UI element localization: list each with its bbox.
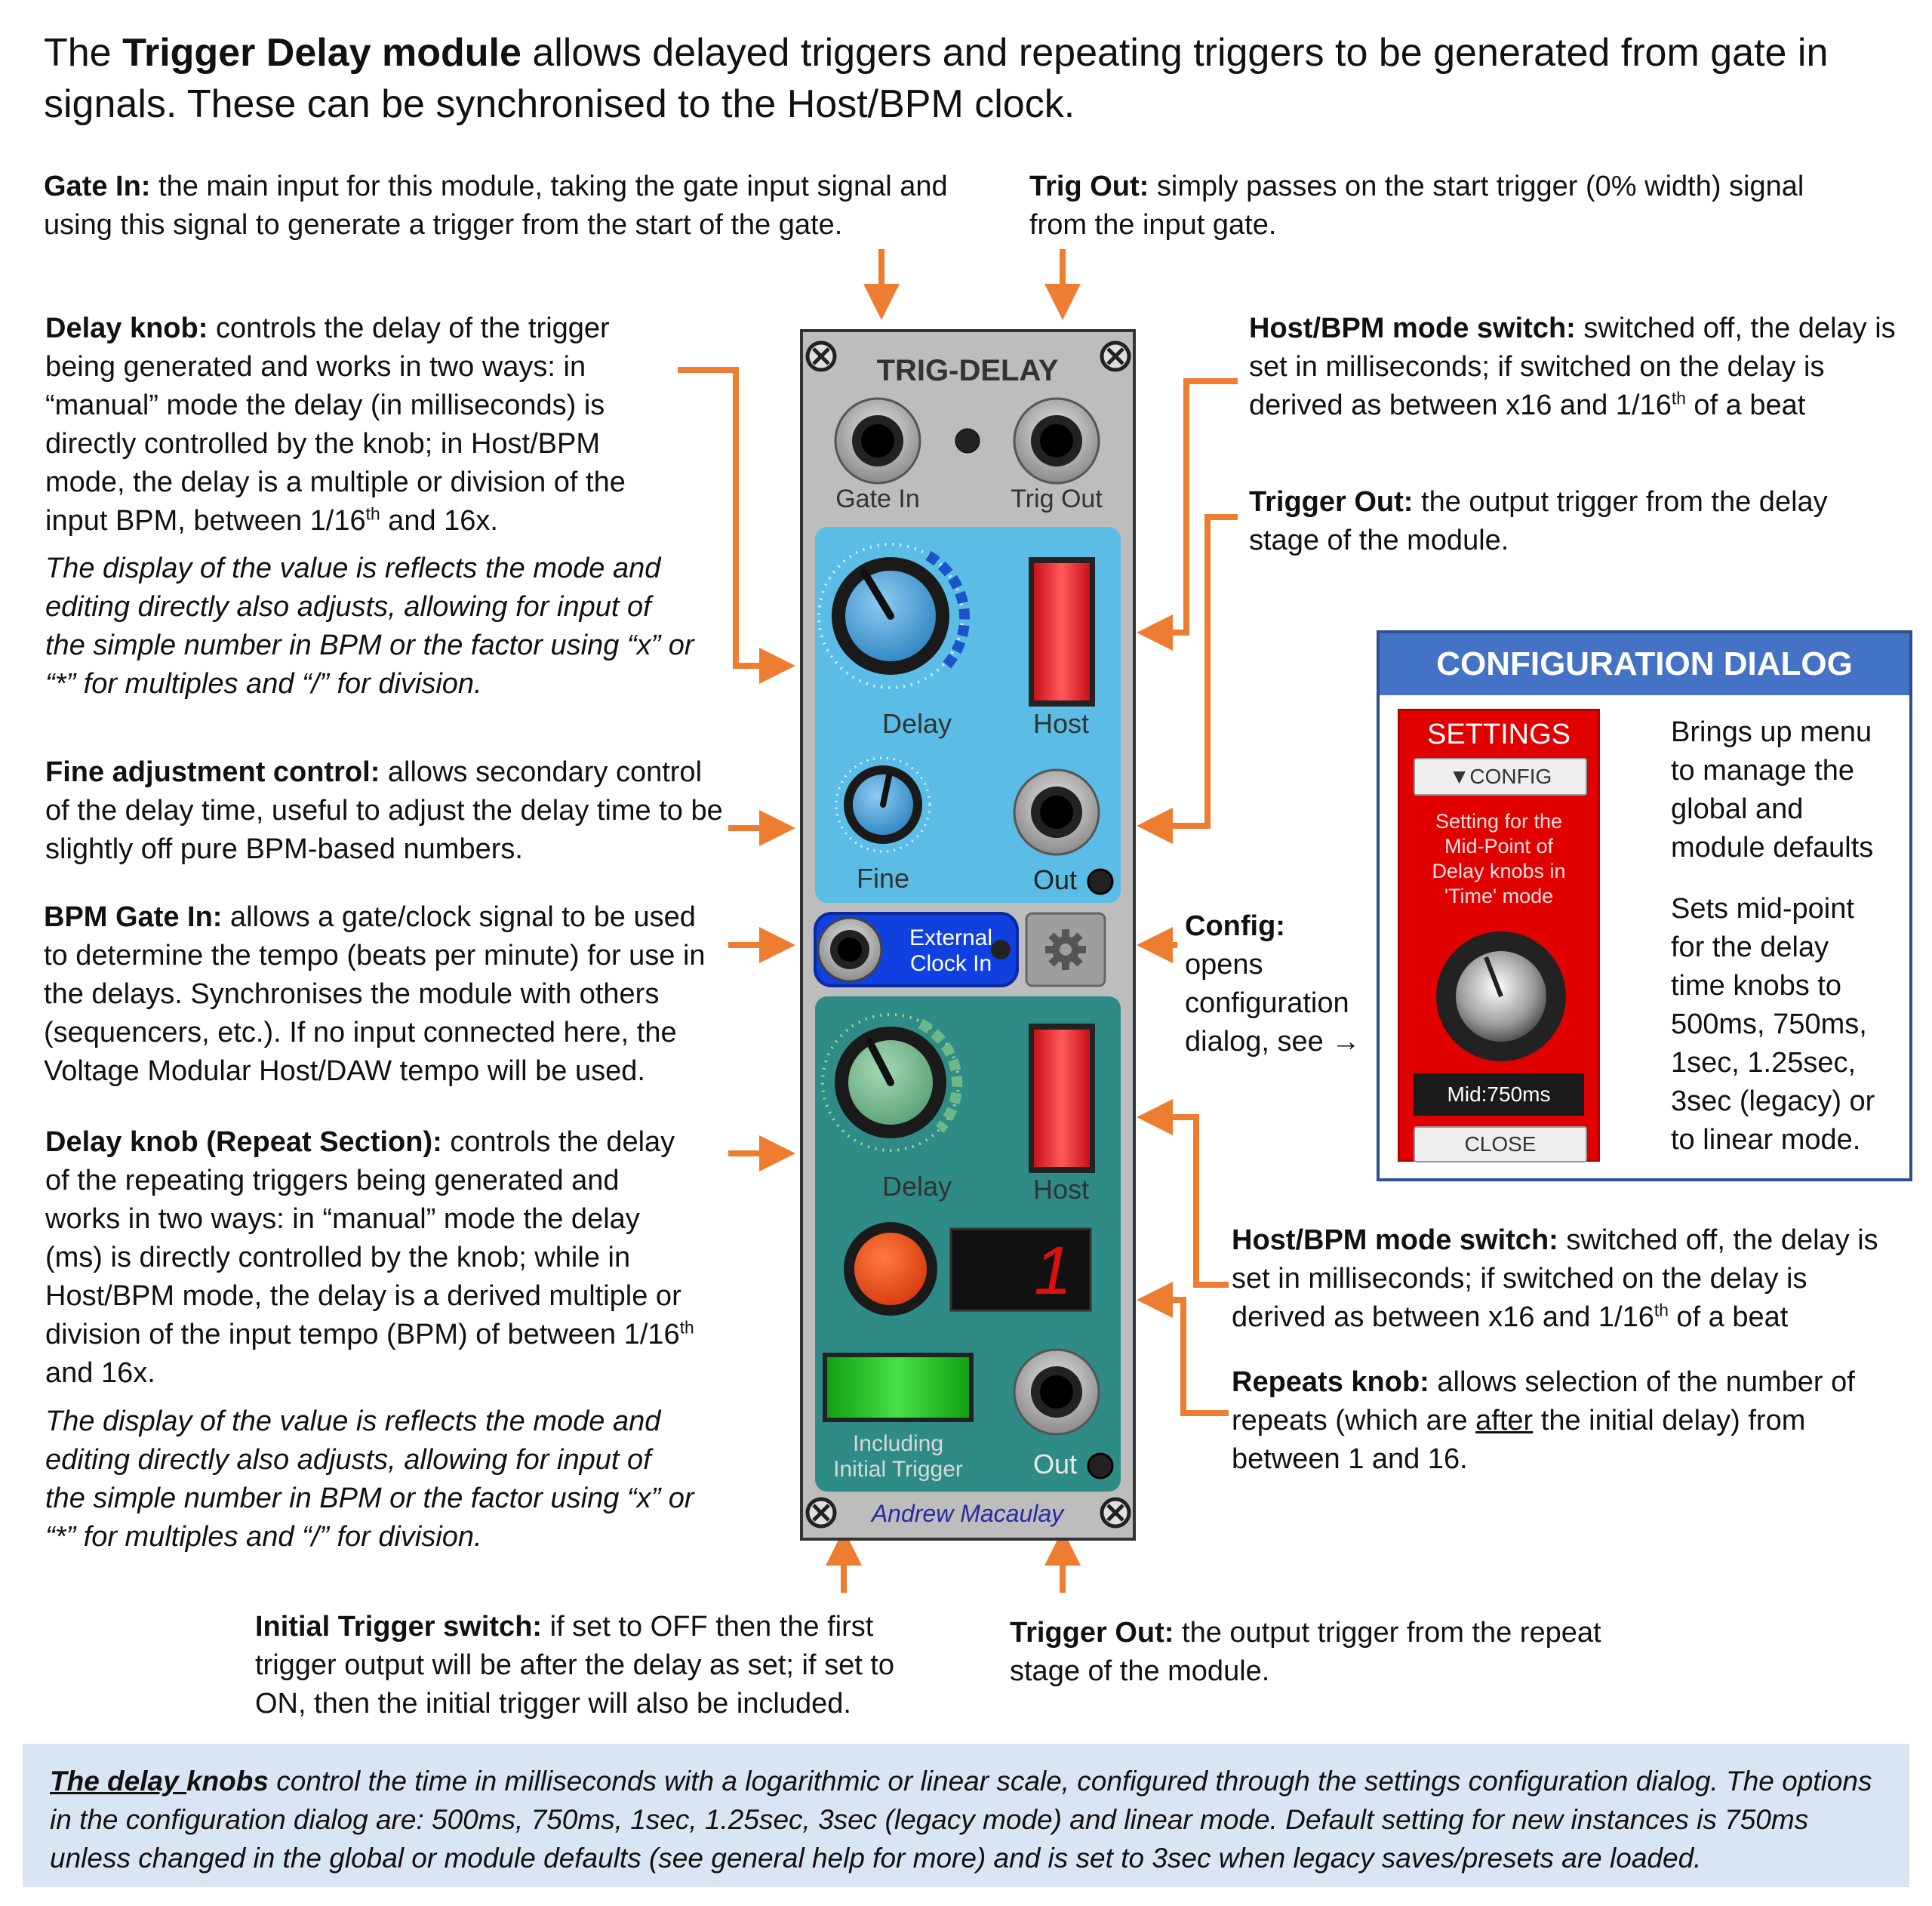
gate-in-jack[interactable] [834,397,921,485]
annotation-initial-trigger: Initial Trigger switch: if set to OFF th… [255,1611,895,1720]
annotation-trigger-out-bottom: Trigger Out: the output trigger from the… [1010,1617,1601,1687]
external-clock-in[interactable]: External Clock In [814,912,1019,987]
including-line1: Including [853,1431,943,1456]
host-switch-bottom[interactable] [1029,1024,1095,1173]
annotation-trigger-out-top: Trigger Out: the output trigger from the… [1249,486,1828,556]
trig-out-label: Trig Out [1011,485,1103,513]
mid-point-knob[interactable] [1433,928,1569,1064]
screw-icon [805,340,1131,1529]
host-switch-top[interactable] [1029,557,1095,707]
repeats-knob[interactable] [844,1222,937,1316]
arrow-host-switch-bottom [1137,1099,1229,1288]
settings-title: SETTINGS [1426,719,1571,750]
arrow-trigger-out-top [1137,514,1238,844]
initial-trigger-switch[interactable] [823,1353,974,1422]
repeat-delay-knob[interactable] [835,1027,946,1138]
arrow-delay-knob [678,367,795,684]
repeat-out-label: Out [1033,1449,1077,1480]
annotation-bpm-gate: BPM Gate In: allows a gate/clock signal … [44,901,706,1087]
config-dialog-title: CONFIGURATION DIALOG [1380,633,1909,695]
config-menu-button[interactable]: ▼CONFIG [1414,758,1587,796]
gate-led [955,428,980,454]
config-gear-button[interactable] [1025,912,1106,987]
module-name: TRIG-DELAY [877,354,1059,387]
footer-note: The delay knobs control the time in mill… [23,1744,1909,1887]
repeat-out-led [1087,1452,1114,1480]
fine-knob[interactable] [844,765,922,844]
settings-panel: SETTINGS ▼CONFIG Setting for the Mid-Poi… [1398,709,1600,1162]
setting-description: Setting for the Mid-Point of Delay knobs… [1432,810,1566,907]
annotation-gate-in: Gate In: the main input for this module,… [44,171,948,241]
annotation-fine: Fine adjustment control: allows secondar… [45,756,723,865]
configuration-dialog: CONFIGURATION DIALOG SETTINGS ▼CONFIG Se… [1377,630,1912,1181]
annotation-delay-repeat: Delay knob (Repeat Section): controls th… [45,1126,694,1389]
arrow-host-switch-top [1137,378,1238,651]
mid-display[interactable]: Mid:750ms [1414,1073,1584,1116]
repeat-out-jack[interactable] [1013,1348,1100,1436]
repeat-host-label: Host [1033,1174,1089,1205]
external-clock-line2: Clock In [910,951,992,976]
including-line2: Initial Trigger [833,1457,963,1482]
annotation-config: Config: opens configuration dialog, see … [1185,910,1361,1058]
out-led [1087,868,1114,895]
annotation-host-switch-bottom: Host/BPM mode switch: switched off, the … [1232,1224,1878,1333]
annotation-delay-knob-note: The display of the value is reflects the… [45,553,694,700]
arrow-repeats-knob [1137,1282,1229,1416]
annotation-delay-knob: Delay knob: controls the delay of the tr… [45,313,626,537]
repeats-display[interactable]: 1 [949,1227,1092,1312]
delay-label: Delay [882,708,952,739]
annotation-repeats-knob: Repeats knob: allows selection of the nu… [1232,1366,1855,1475]
fine-label: Fine [857,863,909,894]
page-title: The Trigger Delay module allows delayed … [44,31,1829,126]
delay-out-jack[interactable] [1013,768,1100,856]
external-clock-line1: External [909,925,992,950]
annotation-delay-repeat-note: The display of the value is reflects the… [45,1406,694,1553]
annotation-host-switch-top: Host/BPM mode switch: switched off, the … [1249,313,1896,421]
signature: Andrew Macaulay [870,1500,1065,1527]
svg-text:1: 1 [1034,1233,1072,1309]
trig-out-jack[interactable] [1013,397,1100,485]
mid-point-note: Sets mid-point for the delay time knobs … [1671,893,1875,1156]
host-label: Host [1033,708,1089,739]
out-label: Out [1033,864,1077,895]
repeat-delay-label: Delay [882,1171,952,1202]
trig-delay-module: TRIG-DELAY Gate In Trig Out Delay Host F… [800,329,1136,1541]
delay-knob[interactable] [832,557,949,675]
gate-in-label: Gate In [835,485,920,513]
config-menu-note: Brings up menu to manage the global and … [1671,716,1874,864]
gear-icon [1045,929,1086,970]
annotation-trig-out: Trig Out: simply passes on the start tri… [1029,171,1804,241]
close-button[interactable]: CLOSE [1414,1126,1587,1162]
